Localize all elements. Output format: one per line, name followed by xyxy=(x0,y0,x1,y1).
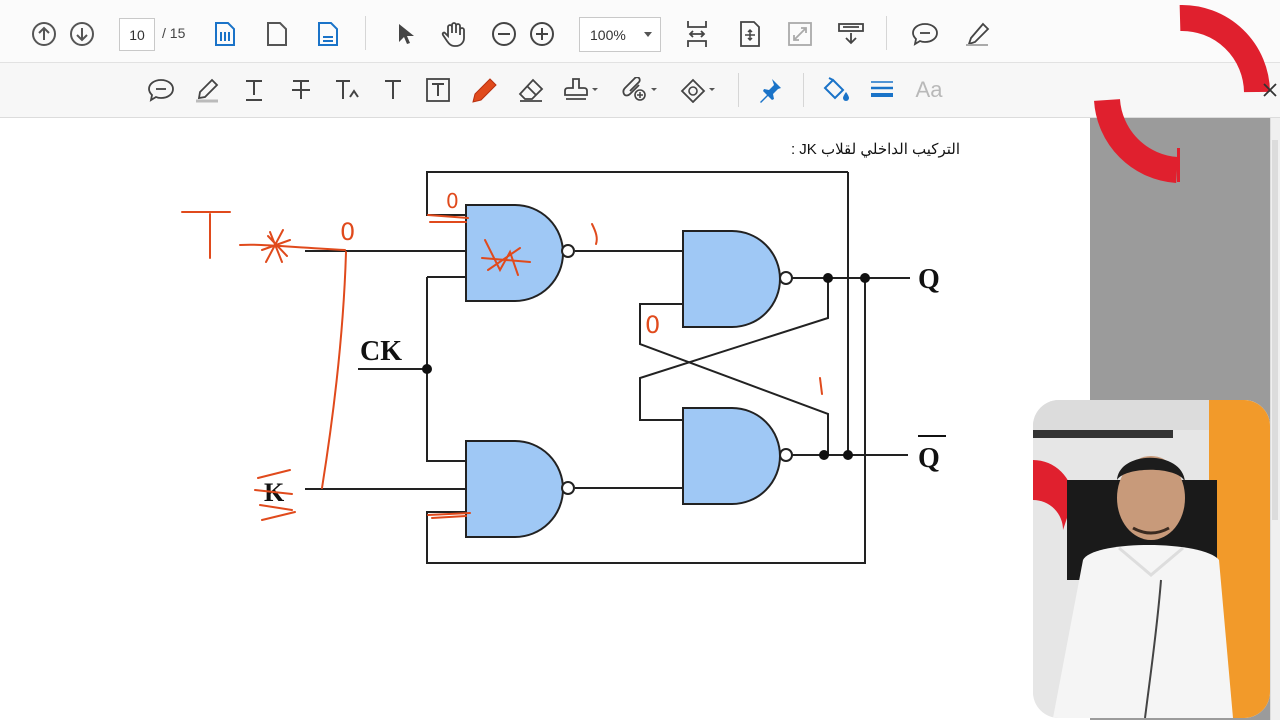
nand-gate-3 xyxy=(682,230,793,328)
rotate-icon[interactable] xyxy=(736,19,764,49)
add-text-icon[interactable] xyxy=(379,76,407,104)
fill-color-icon[interactable] xyxy=(820,76,852,104)
nand-gate-2 xyxy=(465,440,575,538)
zoom-select[interactable]: 100% xyxy=(579,17,661,52)
draw-pencil-icon[interactable] xyxy=(470,76,498,104)
pen-icon[interactable] xyxy=(962,20,992,48)
line-weight-icon[interactable] xyxy=(868,76,896,104)
select-pointer-icon[interactable] xyxy=(390,20,418,48)
presenter-webcam xyxy=(1033,400,1270,718)
fit-width-icon[interactable] xyxy=(683,18,711,50)
read-mode-icon[interactable] xyxy=(836,20,866,48)
annotation-0-feedback: 0 xyxy=(446,189,459,213)
scrollbar-thumb[interactable] xyxy=(1272,140,1278,520)
hand-icon[interactable] xyxy=(439,19,469,49)
arrow-down-icon[interactable] xyxy=(68,20,96,48)
page-number-input[interactable]: 10 xyxy=(119,18,155,51)
attach-icon[interactable] xyxy=(620,76,660,104)
jk-flipflop-diagram: CK K Q Q 0 0 0 T 11 xyxy=(181,171,946,564)
annotation-0-cross: 0 xyxy=(645,311,660,339)
textbox-icon[interactable] xyxy=(424,76,452,104)
comment-icon[interactable] xyxy=(911,20,939,48)
zoom-in-icon[interactable] xyxy=(528,20,556,48)
text-underline-icon[interactable] xyxy=(240,76,268,104)
nand-gate-4 xyxy=(682,407,793,505)
arrow-up-icon[interactable] xyxy=(30,20,58,48)
replace-text-icon[interactable] xyxy=(332,76,364,104)
sticky-note-icon[interactable] xyxy=(147,76,175,104)
zoom-out-icon[interactable] xyxy=(490,20,518,48)
single-page-icon[interactable] xyxy=(263,20,291,48)
ck-label: CK xyxy=(360,336,402,367)
two-page-icon[interactable] xyxy=(314,20,342,48)
q-output-label: Q xyxy=(918,264,940,295)
fullscreen-icon[interactable] xyxy=(786,20,814,48)
nand-gate-1 xyxy=(465,204,575,302)
page-total: / 15 xyxy=(162,25,186,41)
top-toolbar: 10 / 15 100% xyxy=(0,0,1280,63)
brand-logo-arc xyxy=(1094,4,1270,183)
document-heading: التركيب الداخلي لقلاب JK : xyxy=(790,141,960,158)
font-icon[interactable]: Aa xyxy=(915,77,943,102)
strikethrough-icon[interactable] xyxy=(287,76,315,104)
highlight-icon[interactable] xyxy=(193,76,221,104)
close-icon[interactable] xyxy=(1262,82,1278,103)
stamp-icon[interactable] xyxy=(563,76,601,104)
pin-icon[interactable] xyxy=(756,76,784,104)
q-bar-output-label: Q xyxy=(918,443,940,474)
page-fit-icon[interactable] xyxy=(211,20,239,48)
comment-toolbar: Aa xyxy=(0,63,1280,118)
shapes-icon[interactable] xyxy=(678,76,718,104)
annotation-0-top: 0 xyxy=(340,218,355,246)
eraser-icon[interactable] xyxy=(516,76,546,104)
